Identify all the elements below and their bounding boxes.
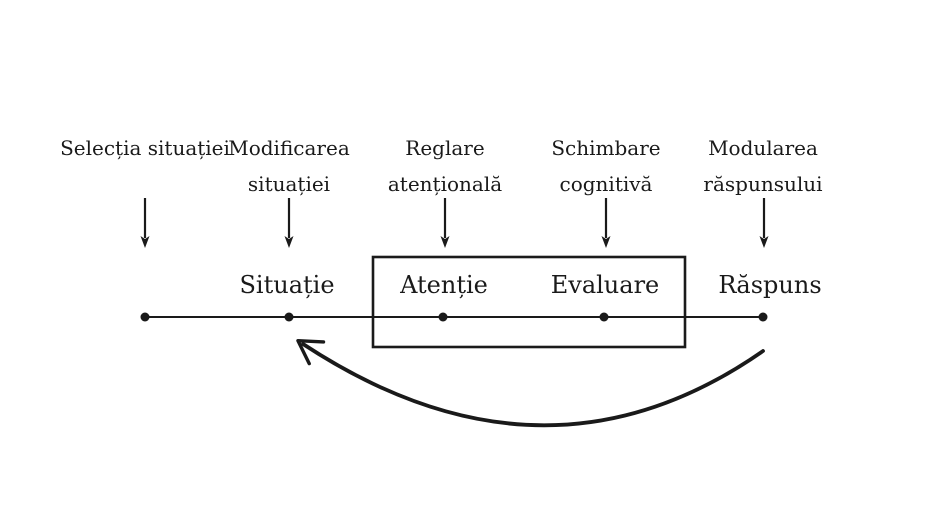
- timeline-dot-3: [438, 312, 448, 322]
- strategy-label-modificarea-situatiei: Modificarea situației: [228, 136, 350, 196]
- strategy-label-modularea-raspunsului: Modularea răspunsului: [703, 136, 823, 196]
- stage-label-raspuns: Răspuns: [718, 271, 822, 299]
- timeline-dot-2: [284, 312, 294, 322]
- timeline-dot-5: [758, 312, 768, 322]
- timeline-dot-1: [140, 312, 150, 322]
- process-box: [371, 255, 687, 349]
- strategy-label-selectia-situatiei: Selecția situației: [60, 136, 230, 160]
- strategy-label-reglare-atentionala: Reglare atențională: [387, 136, 503, 196]
- stage-label-situatie: Situație: [239, 271, 335, 299]
- stage-label-evaluare: Evaluare: [550, 271, 660, 299]
- strategy-label-schimbare-cognitiva: Schimbare cognitivă: [551, 136, 661, 196]
- stage-label-atentie: Atenție: [400, 271, 488, 299]
- feedback-arrow: [296, 339, 765, 428]
- timeline-dot-4: [599, 312, 609, 322]
